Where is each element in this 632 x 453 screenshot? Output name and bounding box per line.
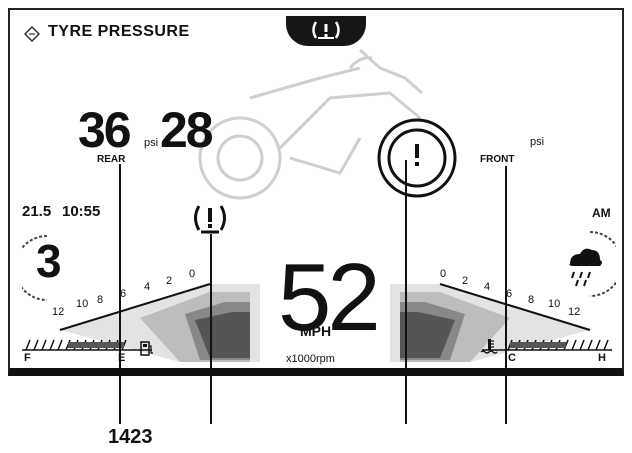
tyre-warning-icon [194,205,226,234]
left-tick-10: 10 [76,298,89,310]
right-tick-8: 8 [528,294,535,306]
left-tick-4: 4 [144,281,151,293]
header-notch [286,16,366,46]
fuel-empty-label: E [118,352,126,364]
motorcycle-outline [198,48,457,200]
rear-pressure-unit: psi [144,137,159,149]
left-tick-0: 0 [189,268,196,280]
right-tick-6: 6 [506,288,513,300]
rear-tyre-pressure: 36 [78,102,132,158]
left-tick-2: 2 [166,275,173,287]
tyre-pressure-warning-icon [312,21,340,39]
callout-line-1 [119,164,121,424]
dashboard-screen: TYRE PRESSURE 36 psi 28 REAR psi FRONT 2… [8,8,624,376]
callout-number: 1423 [108,426,153,448]
gear-position: 3 [36,235,62,287]
speed-readout: 52 [278,244,381,351]
left-tick-8: 8 [97,294,104,306]
temperature-gauge-scale [482,339,612,351]
right-tick-0: 0 [440,268,447,280]
front-tyre-label: FRONT [480,154,515,165]
page-title: TYRE PRESSURE [48,23,190,40]
callout-line-2 [210,234,212,424]
speed-unit: MPH [300,323,332,339]
right-tick-12: 12 [568,306,581,318]
left-tick-6: 6 [120,288,127,300]
coolant-temperature-icon [480,339,498,354]
rear-tyre-label: REAR [97,154,126,165]
fuel-full-label: F [24,352,31,364]
trip-readout: 21.5 [22,203,52,220]
temp-hot-label: H [598,352,606,364]
right-tick-4: 4 [484,281,491,293]
right-tick-2: 2 [462,275,469,287]
left-tick-12: 12 [52,306,65,318]
tachometer-unit: x1000rpm [286,353,335,365]
rain-cloud-icon [569,231,616,297]
gear-indicator-ring [22,235,48,301]
fuel-gauge-scale [22,339,152,351]
callout-line-4 [505,166,507,424]
sync-diamond-icon [24,26,40,42]
clock-time: 10:55 [62,203,101,220]
front-pressure-unit: psi [530,136,545,148]
fuel-pump-icon [140,341,153,356]
front-tyre-pressure: 28 [160,102,214,158]
right-tick-10: 10 [548,298,561,310]
callout-line-3 [405,160,407,424]
temp-cold-label: C [508,352,516,364]
clock-period: AM [592,206,611,220]
